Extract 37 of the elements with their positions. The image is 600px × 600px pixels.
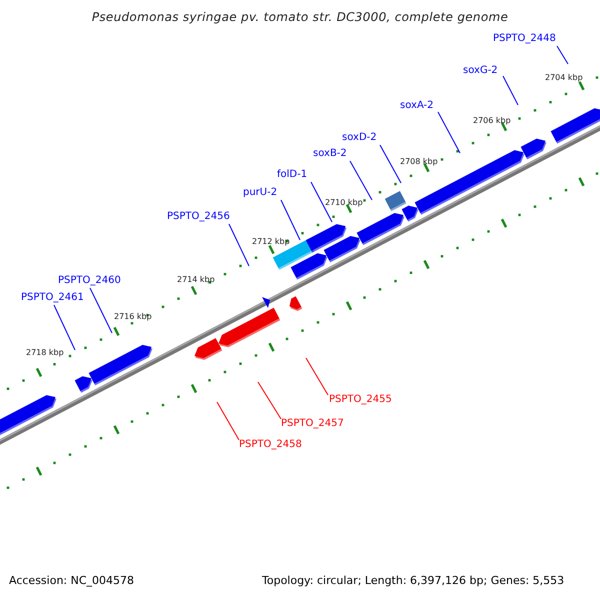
gene-label: PSPTO_2457 <box>281 419 344 429</box>
gene-label: PSPTO_2448 <box>493 34 556 44</box>
scale-label: 2708 kbp <box>400 158 438 166</box>
gene-label: soxG-2 <box>463 66 498 76</box>
gene-label: PSPTO_2455 <box>329 395 392 405</box>
scale-label: 2710 kbp <box>325 199 363 207</box>
gene-label: PSPTO_2456 <box>167 212 230 222</box>
leader-line <box>90 288 112 334</box>
accession-text: Accession: NC_004578 <box>9 575 134 586</box>
leader-line <box>380 144 402 184</box>
leader-line <box>228 224 250 266</box>
title: Pseudomonas syringae pv. tomato str. DC3000, complete genome <box>90 11 510 23</box>
gene-label: purU-2 <box>243 188 278 198</box>
gene-label: soxD-2 <box>342 133 377 143</box>
scale-label: 2706 kbp <box>473 117 511 125</box>
leader-line <box>502 76 518 106</box>
leader-line <box>310 182 332 222</box>
leader-line <box>216 402 240 440</box>
leader-line <box>350 160 372 200</box>
leader-line <box>556 46 568 64</box>
gene-label: PSPTO_2458 <box>239 440 302 450</box>
scale-label: 2716 kbp <box>114 313 152 321</box>
leader-line <box>438 112 460 154</box>
scale-label: 2718 kbp <box>26 349 64 357</box>
gene-label: soxA-2 <box>400 101 434 111</box>
leader-line <box>306 358 328 396</box>
genome-stats-text: Topology: circular; Length: 6,397,126 bp; Genes: 5,553 <box>262 575 564 586</box>
gene-label: PSPTO_2461 <box>21 293 84 303</box>
scale-label: 2712 kbp <box>252 238 290 246</box>
gene-label: soxB-2 <box>313 149 347 159</box>
scale-label: 2714 kbp <box>177 276 215 284</box>
leader-line <box>280 200 300 240</box>
leader-line <box>258 382 282 420</box>
gene-label: folD-1 <box>277 170 308 180</box>
leader-line <box>54 304 76 350</box>
gene-label: PSPTO_2460 <box>58 276 121 286</box>
scale-label: 2704 kbp <box>545 74 583 82</box>
